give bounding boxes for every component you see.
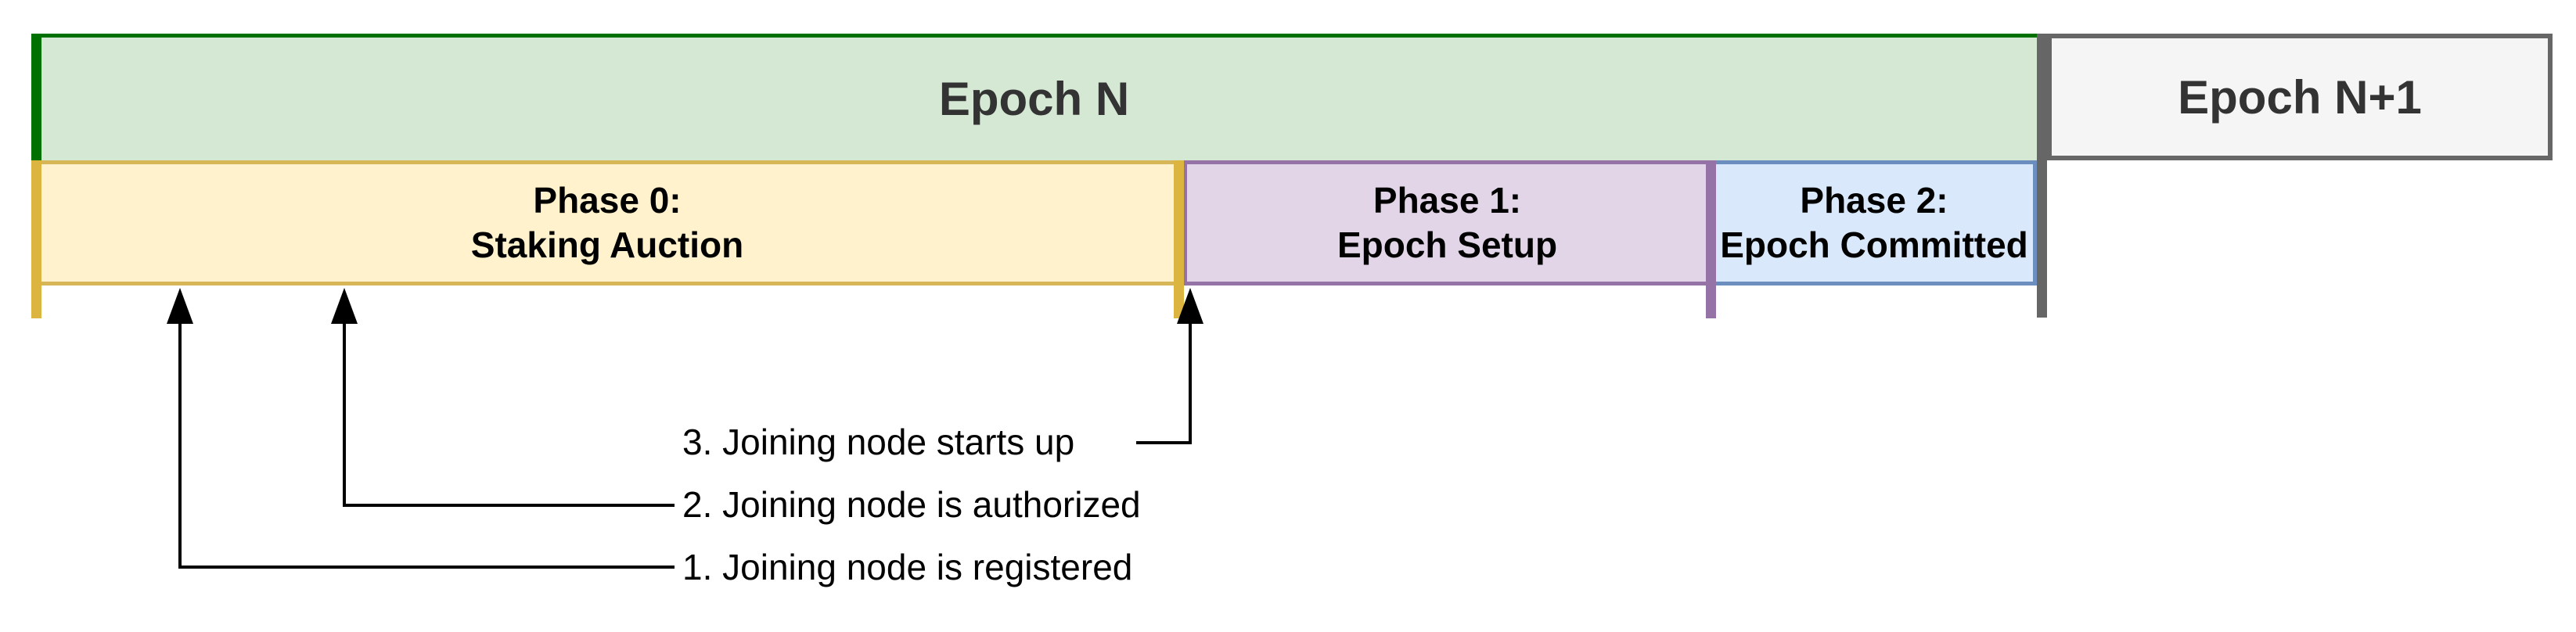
phase-1-title: Phase 1: [1373,180,1522,221]
phase-2-title: Phase 2: [1800,180,1948,221]
phase-0-staking-auction-box: Phase 0: Staking Auction [31,160,1183,285]
arrow-2-vertical-line [343,316,346,507]
phase-0-start-marker [31,160,41,318]
arrow-1-vertical-line [178,316,182,569]
phase-2-start-marker [1706,160,1716,318]
phase-1-epoch-setup-box: Phase 1: Epoch Setup [1183,160,1711,285]
annotation-node-registered: 1. Joining node is registered [682,547,1133,587]
phase-0-title: Phase 0: [533,180,682,221]
phase-1-subtitle: Epoch Setup [1337,224,1558,265]
epoch-n-label: Epoch N [938,73,1130,125]
arrow-1-horizontal-line [178,566,675,569]
epoch-n-plus-1-box: Epoch N+1 [2047,34,2553,160]
phase-0-subtitle: Staking Auction [470,224,744,265]
arrow-3-horizontal-line [1136,441,1192,444]
epoch-n-plus-1-label: Epoch N+1 [2178,70,2422,124]
epoch-n-box: Epoch N [31,34,2037,160]
phase-1-start-marker [1174,160,1184,318]
annotation-node-starts-up: 3. Joining node starts up [682,422,1075,462]
phase-2-epoch-committed-box: Phase 2: Epoch Committed [1711,160,2037,285]
phase-2-subtitle: Epoch Committed [1720,224,2028,265]
epoch-n-plus-1-start-marker [2037,34,2047,318]
epoch-n-start-marker [31,34,41,160]
arrow-3-vertical-line [1189,316,1192,444]
arrow-2-horizontal-line [343,504,675,507]
annotation-node-authorized: 2. Joining node is authorized [682,484,1141,525]
